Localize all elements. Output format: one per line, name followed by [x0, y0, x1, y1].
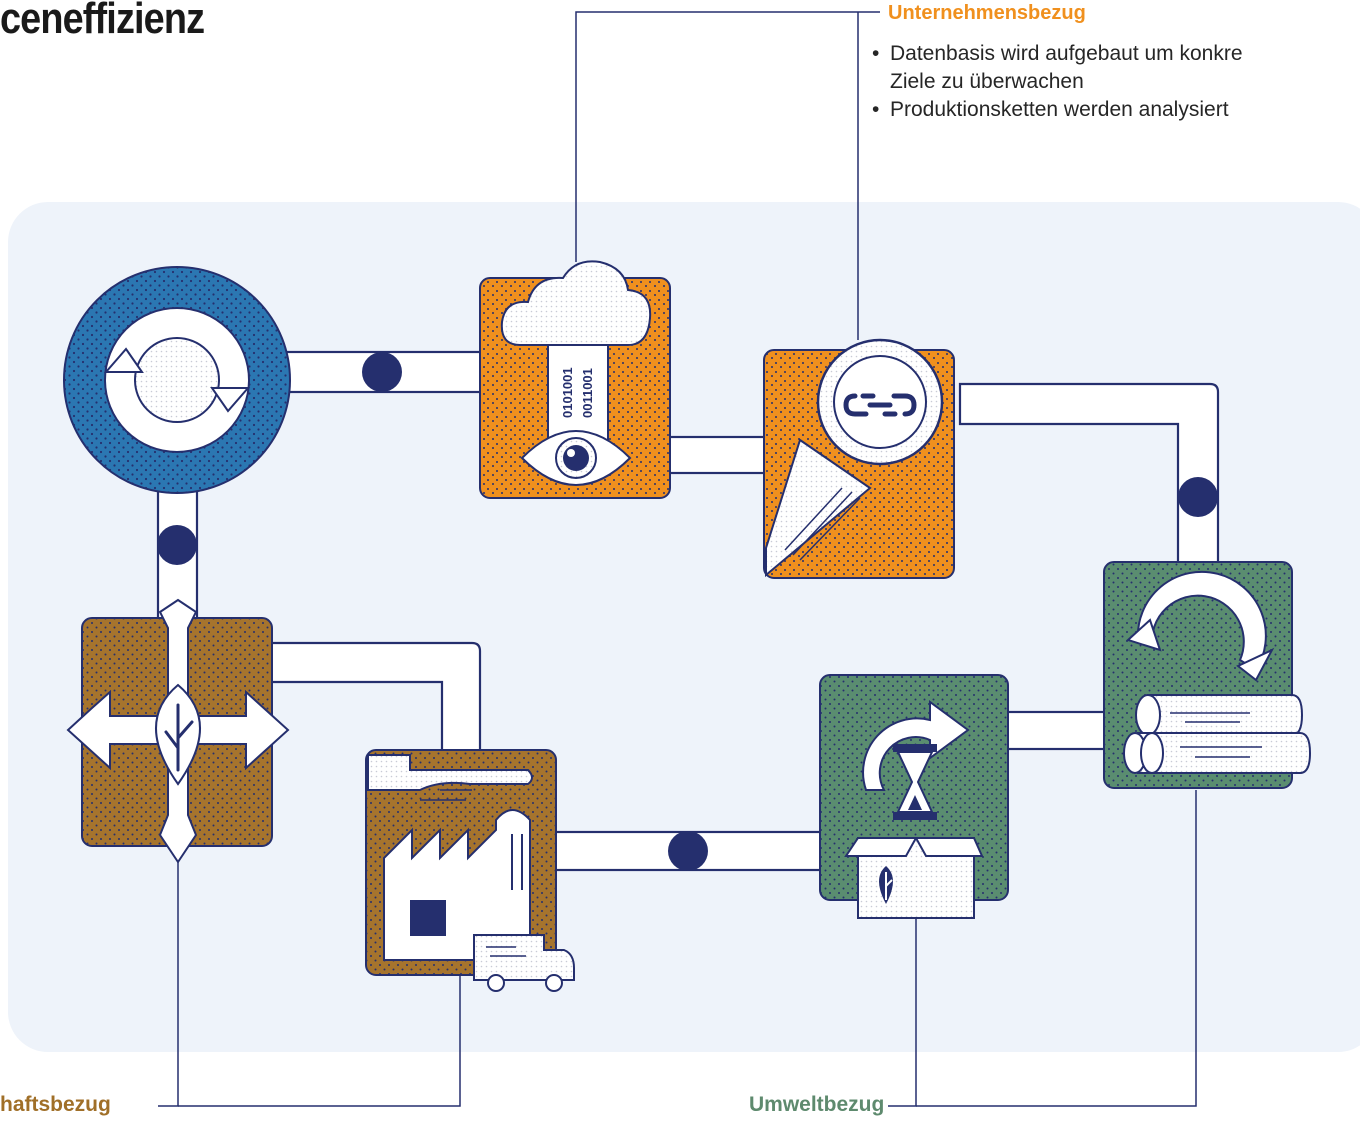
unternehmensbezug-heading: Unternehmensbezug	[888, 2, 1086, 24]
binary-bottom-text: 0011001	[580, 368, 595, 418]
bullet-item: Produktionsketten werden analysiert	[870, 96, 1243, 124]
binary-top-text: 0101001	[560, 367, 575, 418]
page-title: ceneffizienz	[0, 0, 205, 43]
unternehmensbezug-bullets: Datenbasis wird aufgebaut um konkre Ziel…	[870, 40, 1243, 124]
wirtschaftsbezug-label: haftsbezug	[0, 1093, 111, 1116]
hourglass-box-icon	[819, 674, 1009, 919]
leader-lines	[158, 11, 1197, 1107]
bullet-item: Datenbasis wird aufgebaut um konkre	[870, 40, 1243, 68]
magnifier-chain-icon	[763, 338, 955, 579]
umweltbezug-label: Umweltbezug	[749, 1093, 885, 1116]
recycle-circle-icon	[63, 266, 291, 494]
cloud-data-eye-icon: 0101001 0011001	[479, 260, 671, 499]
factory-hand-truck-icon	[365, 749, 575, 992]
recycle-pipes-icon	[1103, 561, 1312, 789]
bullet-item-continuation: Ziele zu überwachen	[890, 70, 1084, 93]
connector-dots	[157, 352, 1218, 871]
leaf-arrows-icon	[66, 598, 290, 864]
